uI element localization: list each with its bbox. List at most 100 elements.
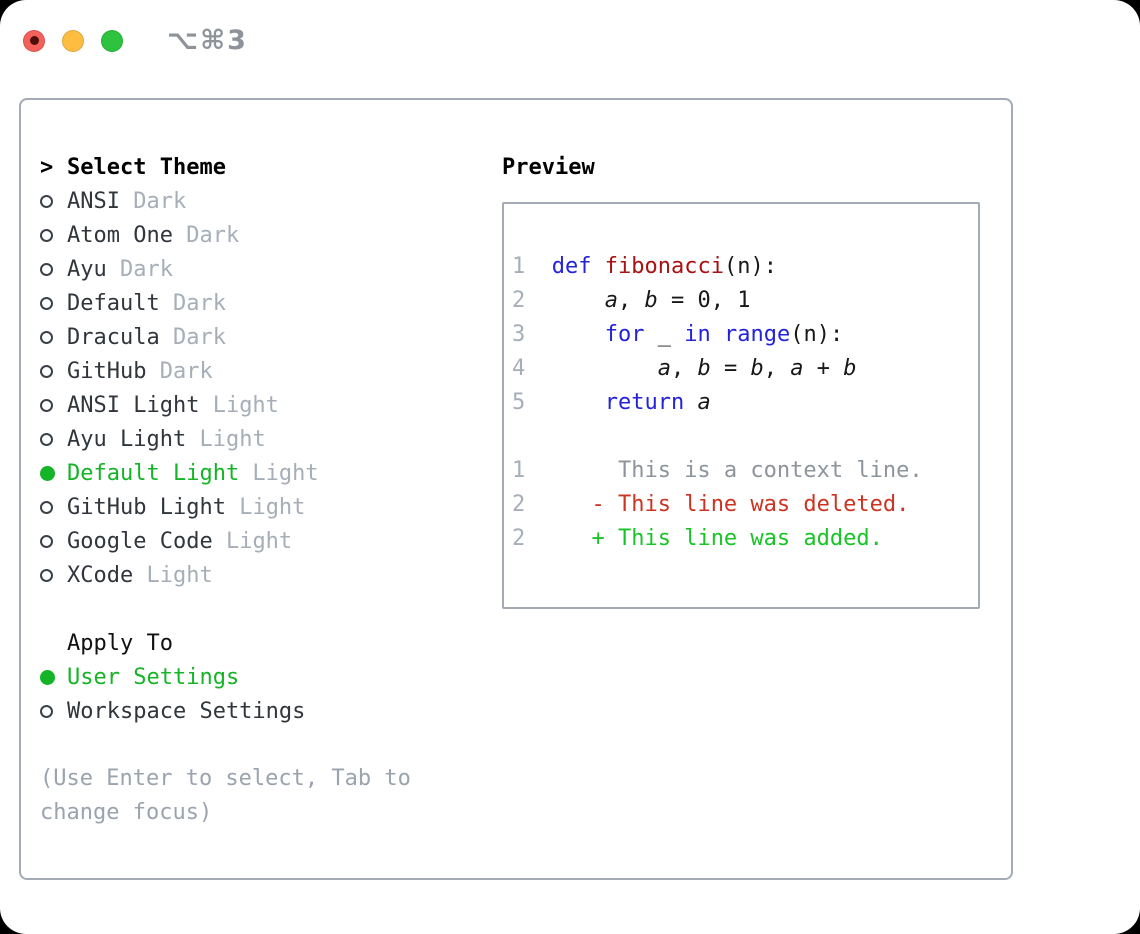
code-segment-pl: (n): xyxy=(790,322,844,347)
code-segment-num: 3 xyxy=(512,322,552,347)
code-segment-num: 2 xyxy=(512,492,526,517)
blank-line xyxy=(512,424,978,458)
code-segment-var: b xyxy=(843,356,857,381)
theme-option-atom-one[interactable]: Atom One Dark xyxy=(40,218,411,252)
theme-option-default[interactable]: Default Dark xyxy=(40,286,411,320)
code-segment-del: - This line was deleted. xyxy=(591,492,910,517)
code-line: 5 return a xyxy=(512,390,978,424)
close-dot-icon xyxy=(29,36,39,45)
code-line: 4 a, b = b, a + b xyxy=(512,356,978,390)
code-segment-num: 1 xyxy=(512,254,552,279)
theme-name: Default xyxy=(67,290,160,316)
code-line: 3 for _ in range(n): xyxy=(512,322,978,356)
radio-unselected-icon xyxy=(40,296,53,310)
code-segment-pl: = xyxy=(710,356,751,381)
code-segment-pl: , xyxy=(670,356,698,381)
theme-name: ANSI Light xyxy=(67,392,200,418)
spacer xyxy=(40,592,411,626)
theme-name: Google Code xyxy=(67,528,213,554)
radio-marker xyxy=(40,262,67,276)
code-segment-pl: = 0, 1 xyxy=(657,288,751,313)
theme-option-ansi-light[interactable]: ANSI Light Light xyxy=(40,388,411,422)
code-segment-kw: in xyxy=(684,322,711,347)
code-segment-var: b xyxy=(697,356,711,381)
code-segment-num: 2 xyxy=(512,526,526,551)
theme-name: Default Light xyxy=(67,460,240,486)
code-segment-pl xyxy=(525,492,591,517)
radio-marker xyxy=(40,296,67,310)
theme-option-dracula[interactable]: Dracula Dark xyxy=(40,320,411,354)
theme-name: Dracula xyxy=(67,324,160,350)
code-line: 2 + This line was added. xyxy=(512,526,978,560)
theme-option-github[interactable]: GitHub Dark xyxy=(40,354,411,388)
code-segment-add: + This line was added. xyxy=(591,526,883,551)
code-segment-pl xyxy=(552,356,658,381)
theme-option-google-code[interactable]: Google Code Light xyxy=(40,524,411,558)
code-segment-var: a xyxy=(604,288,618,313)
radio-unselected-icon xyxy=(40,500,53,514)
theme-name: Ayu xyxy=(67,256,107,282)
code-segment-pl xyxy=(552,322,605,347)
code-segment-kw: for xyxy=(604,322,645,347)
radio-selected-icon xyxy=(40,465,55,481)
theme-option-ayu-light[interactable]: Ayu Light Light xyxy=(40,422,411,456)
code-segment-num: 1 xyxy=(512,458,526,483)
zoom-button[interactable] xyxy=(101,29,123,52)
apply-option-user-settings[interactable]: User Settings xyxy=(40,660,411,694)
theme-name: GitHub xyxy=(67,358,147,384)
theme-name: ANSI xyxy=(67,188,120,214)
radio-unselected-icon xyxy=(40,568,53,582)
code-line: 1 This is a context line. xyxy=(512,458,978,492)
select-theme-title: Select Theme xyxy=(67,154,226,180)
code-segment-var: b xyxy=(750,356,764,381)
apply-option-label: User Settings xyxy=(67,664,240,690)
blank-line xyxy=(512,220,978,254)
code-segment-num: 2 xyxy=(512,288,552,313)
theme-option-xcode[interactable]: XCode Light xyxy=(40,558,411,592)
code-segment-kw: range xyxy=(723,322,791,347)
theme-variant: Dark xyxy=(106,256,173,282)
code-segment-var: b xyxy=(644,288,658,313)
theme-option-ansi[interactable]: ANSI Dark xyxy=(40,184,411,218)
preview-column: Preview 1 def fibonacci(n):2 a, b = 0, 1… xyxy=(502,150,980,609)
theme-variant: Dark xyxy=(146,358,213,384)
help-line: (Use Enter to select, Tab to xyxy=(40,766,411,791)
code-segment-var: a xyxy=(790,356,804,381)
radio-marker xyxy=(40,568,67,582)
code-segment-pl xyxy=(684,390,697,415)
theme-variant: Dark xyxy=(119,188,187,214)
help-line: change focus) xyxy=(40,800,213,825)
radio-marker xyxy=(40,534,67,548)
code-segment-pl: , xyxy=(763,356,791,381)
code-segment-var: a xyxy=(697,390,711,415)
close-button[interactable] xyxy=(23,29,45,52)
code-segment-ctx: This is a context line. xyxy=(525,458,923,483)
theme-option-default-light[interactable]: Default Light Light xyxy=(40,456,411,490)
radio-marker xyxy=(40,194,67,208)
radio-unselected-icon xyxy=(40,262,53,276)
code-line: 2 - This line was deleted. xyxy=(512,492,978,526)
radio-unselected-icon xyxy=(40,534,53,548)
theme-option-ayu[interactable]: Ayu Dark xyxy=(40,252,411,286)
apply-option-workspace-settings[interactable]: Workspace Settings xyxy=(40,694,411,728)
minimize-button[interactable] xyxy=(62,29,84,52)
help-text: (Use Enter to select, Tab to change focus… xyxy=(40,762,411,830)
radio-marker xyxy=(40,465,67,481)
code-segment-num: 4 xyxy=(512,356,552,381)
radio-marker xyxy=(40,330,67,344)
radio-unselected-icon xyxy=(40,194,53,208)
theme-option-github-light[interactable]: GitHub Light Light xyxy=(40,490,411,524)
theme-name: Atom One xyxy=(67,222,173,248)
radio-unselected-icon xyxy=(40,228,53,242)
theme-variant: Dark xyxy=(172,222,240,248)
code-segment-kw: return xyxy=(604,390,685,415)
radio-marker xyxy=(40,432,67,446)
radio-selected-icon xyxy=(40,669,55,685)
theme-variant: Light xyxy=(133,562,213,588)
code-segment-pl: , xyxy=(617,288,645,313)
